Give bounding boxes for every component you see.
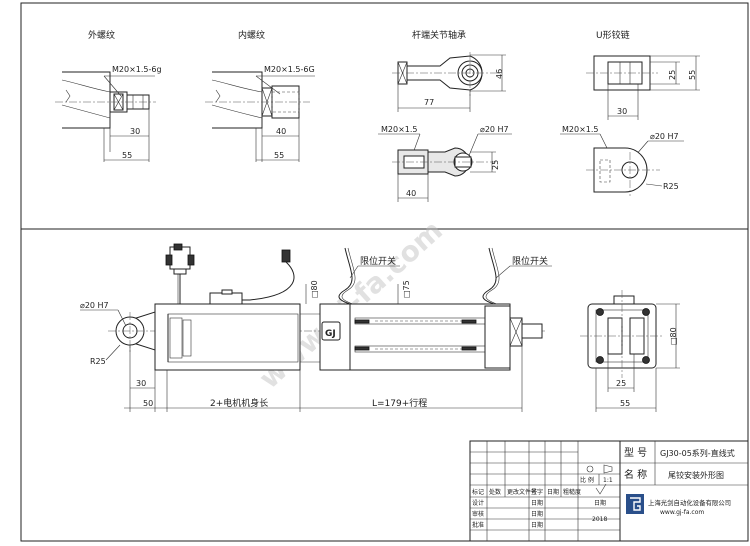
row-design-date: 日期 [531, 499, 543, 507]
header-count: 处数 [489, 488, 501, 496]
internal-thread-view: 内螺纹 M20×1.5-6G 40 55 [205, 29, 315, 162]
model-label: 型 号 [624, 446, 647, 459]
end-dim-25: 25 [616, 379, 626, 388]
main-dim-50: 50 [143, 399, 153, 408]
right-date-label: 日期 [594, 499, 606, 507]
clevis-dim-30: 30 [617, 107, 627, 116]
header-change-doc: 更改文件号 [507, 488, 537, 496]
main-dim-30: 30 [136, 379, 146, 388]
model-value: GJ30-05系列-直线式 [660, 448, 735, 458]
clevis-view: U形铰链 25 55 30 M20×1.5 ⌀20 H7 R25 [560, 29, 700, 196]
row-approve-date: 日期 [531, 521, 543, 529]
limit-switch-2-label: 限位开关 [512, 255, 548, 267]
end-sq80: □80 [669, 327, 678, 345]
name-label: 名 称 [624, 468, 647, 481]
end-view: □80 25 55 [580, 290, 680, 412]
header-date: 日期 [547, 488, 559, 496]
row-approve-role: 批准 [472, 521, 484, 529]
clevis-title: U形铰链 [596, 29, 630, 41]
title-block: 型 号 GJ30-05系列-直线式 名 称 尾铰安装外形图 比 例 1:1 标记… [469, 440, 749, 542]
main-side-view: ⌀20 H7 R25 GJ [80, 243, 552, 412]
internal-thread-title: 内螺纹 [238, 29, 265, 41]
rod-end-dim-77: 77 [424, 98, 434, 107]
external-thread-spec: M20×1.5-6g [112, 65, 162, 74]
clevis-radius: R25 [663, 182, 679, 191]
clevis-bore: ⌀20 H7 [650, 132, 679, 141]
external-dim-55: 55 [122, 151, 132, 160]
external-thread-view: 外螺纹 M20×1.5-6g 30 55 [55, 29, 162, 162]
internal-thread-spec: M20×1.5-6G [264, 65, 315, 74]
rod-end-thread-spec: M20×1.5 [381, 125, 418, 134]
clevis-dim-55: 55 [688, 70, 697, 80]
rod-end-title: 杆端关节轴承 [412, 29, 466, 41]
header-mark: 标记 [472, 488, 484, 496]
main-bore: ⌀20 H7 [80, 301, 109, 310]
company-logo [626, 494, 644, 514]
scale-label: 比 例 [580, 476, 594, 484]
scale-value: 1:1 [603, 477, 613, 484]
rod-end-dim-40: 40 [406, 189, 416, 198]
limit-switch-1-label: 限位开关 [360, 255, 396, 267]
row-review-role: 审核 [472, 510, 484, 518]
rod-end-dim-25: 25 [491, 160, 500, 170]
rod-end-view: 杆端关节轴承 46 77 M20×1.5 ⌀20 H7 25 [378, 29, 512, 202]
clevis-thread-spec: M20×1.5 [562, 125, 599, 134]
main-sq80: □80 [310, 280, 319, 298]
internal-dim-55: 55 [274, 151, 284, 160]
main-motor-length: 2+电机机身长 [210, 397, 268, 409]
main-radius: R25 [90, 357, 106, 366]
row-review-date: 日期 [531, 510, 543, 518]
internal-dim-40: 40 [276, 127, 286, 136]
clevis-dim-25: 25 [668, 70, 677, 80]
external-thread-title: 外螺纹 [88, 29, 115, 41]
end-dim-55: 55 [620, 399, 630, 408]
sheet-border [20, 2, 749, 542]
company-name: 上海光剑自动化设备有限公司 [648, 498, 731, 507]
external-dim-30: 30 [130, 127, 140, 136]
brand-mark: GJ [325, 329, 336, 339]
rod-end-bore: ⌀20 H7 [480, 125, 509, 134]
header-sign: 签字 [531, 488, 543, 496]
row-design-role: 设计 [472, 499, 484, 507]
main-sq75: □75 [402, 280, 411, 298]
header-roughness: 粗糙度 [563, 488, 581, 496]
name-value: 尾铰安装外形图 [668, 470, 724, 480]
company-website: www.gj-fa.com [660, 509, 704, 516]
main-stroke-length: L=179+行程 [372, 397, 427, 409]
drawing-year: 2018 [592, 516, 607, 523]
rod-end-dim-46: 46 [495, 69, 504, 79]
